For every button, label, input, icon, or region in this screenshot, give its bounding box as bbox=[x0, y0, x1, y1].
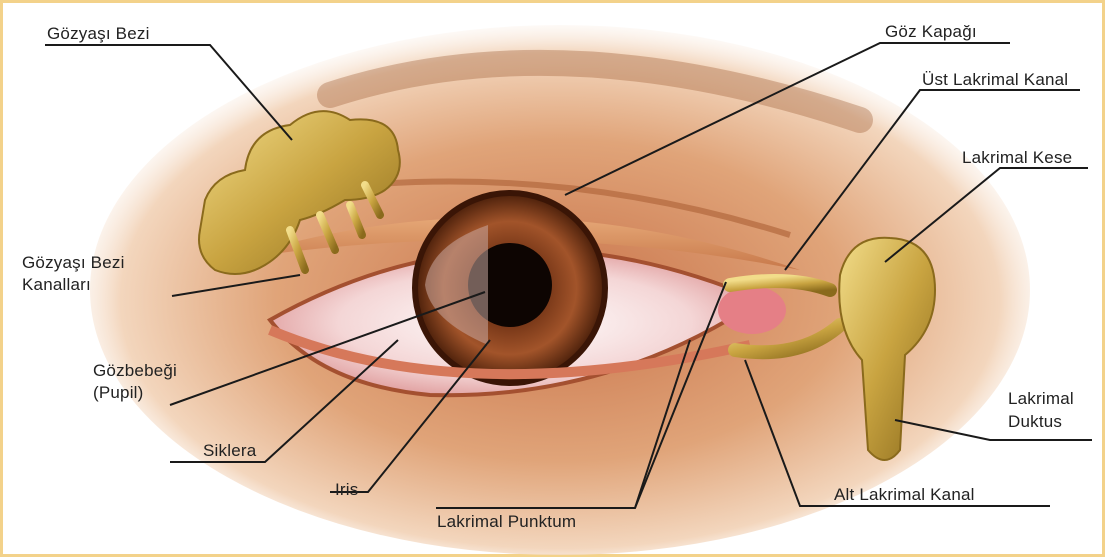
label-siklera: Siklera bbox=[203, 441, 256, 460]
label-iris: Iris bbox=[335, 480, 358, 499]
label-lakrimal-kese: Lakrimal Kese bbox=[962, 148, 1072, 167]
label-gozyasi-bezi-kanallari-2: Kanalları bbox=[22, 275, 91, 294]
label-goz-kapagi: Göz Kapağı bbox=[885, 22, 977, 41]
label-lakrimal-punktum: Lakrimal Punktum bbox=[437, 512, 576, 531]
label-ust-lakrimal-kanal: Üst Lakrimal Kanal bbox=[922, 70, 1068, 89]
label-alt-lakrimal-kanal: Alt Lakrimal Kanal bbox=[834, 485, 975, 504]
label-gozbebegi-1: Gözbebeği bbox=[93, 361, 177, 380]
label-gozyasi-bezi-kanallari-1: Gözyaşı Bezi bbox=[22, 253, 125, 272]
label-gozyasi-bezi: Gözyaşı Bezi bbox=[47, 24, 150, 43]
caruncle bbox=[718, 286, 786, 334]
label-gozbebegi-2: (Pupil) bbox=[93, 383, 144, 402]
label-lakrimal-duktus-2: Duktus bbox=[1008, 412, 1062, 431]
label-lakrimal-duktus-1: Lakrimal bbox=[1008, 389, 1074, 408]
